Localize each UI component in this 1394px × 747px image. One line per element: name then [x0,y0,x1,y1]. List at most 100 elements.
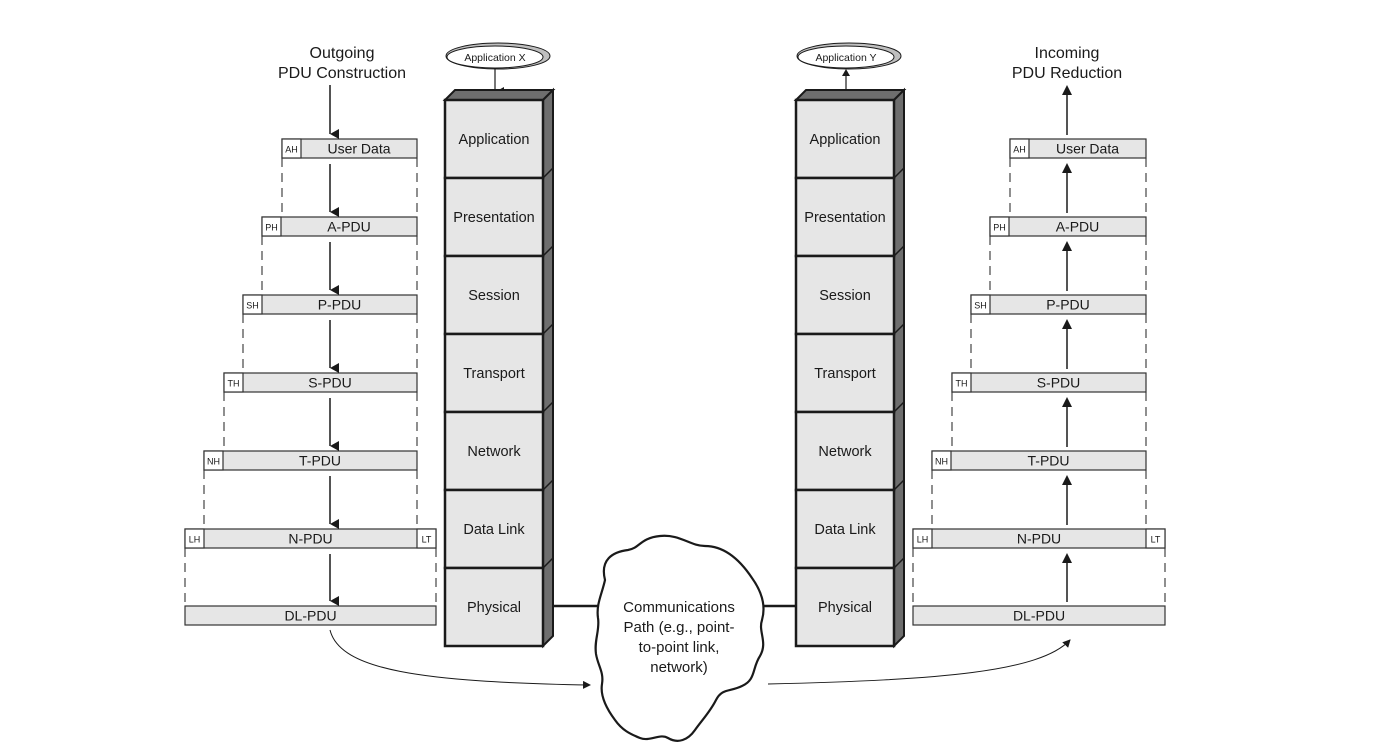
pdu-header-label: NH [207,457,220,467]
layer-label: Network [818,444,872,460]
pdu-header-cell [203,450,224,471]
protocol-stack-right: ApplicationPresentationSessionTransportN… [793,87,907,649]
outgoing-pdu-a-pdu: PH A-PDU [261,216,418,237]
pdu-header-label: AH [1013,145,1026,155]
pdu-body-label: S-PDU [1037,375,1081,391]
left-stack-layer-data-link: Data Link [443,479,554,570]
up-arrow-icon [1062,241,1072,291]
left-stack-top-face [442,89,556,101]
pdu-trailer-cell [416,528,437,549]
pdu-header-cell [1009,138,1030,159]
layer-label: Presentation [804,210,885,226]
communications-cloud: Communications Path (e.g., point- to-poi… [594,534,765,742]
layer-label: Transport [814,366,876,382]
pdu-body-label: User Data [327,141,390,157]
layer-label: Physical [818,600,872,616]
pdu-header-cell [281,138,302,159]
transmit-curve-right [767,639,1071,685]
pdu-body-label: T-PDU [1028,453,1070,469]
pdu-body-label: T-PDU [299,453,341,469]
pdu-header-label: NH [935,457,948,467]
pdu-header-cell [261,216,282,237]
pdu-body-label: N-PDU [288,531,332,547]
up-arrow-icon [1062,397,1072,447]
up-arrow-icon [1062,319,1072,369]
pdu-header-label: LH [189,535,201,545]
application-y-node: Application Y [796,42,902,70]
right-stack-layer-network: Network [794,401,905,492]
pdu-trailer-cell [1145,528,1166,549]
pdu-header-label: SH [246,301,259,311]
pdu-header-cell [223,372,244,393]
right-stack-top-face [793,89,907,101]
incoming-pdu-t-pdu: NH T-PDU [931,450,1147,471]
pdu-body-label: User Data [1056,141,1119,157]
pdu-header-label: PH [993,223,1006,233]
application-x-label: Application X [464,52,525,64]
pdu-header-cell [970,294,991,315]
application-y-label: Application Y [815,52,876,64]
layer-label: Data Link [463,522,525,538]
pdu-header-cell [912,528,933,549]
pdu-body-label: A-PDU [327,219,371,235]
pdu-body-label: P-PDU [318,297,362,313]
pdu-header-label: PH [265,223,278,233]
pdu-trailer-label: LT [1151,535,1161,545]
layer-label: Data Link [814,522,876,538]
layer-label: Presentation [453,210,534,226]
pdu-header-label: AH [285,145,298,155]
outgoing-pdu-p-pdu: SH P-PDU [242,294,418,315]
incoming-pdu-n-pdu: LH LT N-PDU [912,528,1166,549]
layer-label: Network [467,444,521,460]
pdu-body-label: DL-PDU [284,608,336,624]
incoming-pdu-dl-pdu: DL-PDU [912,605,1166,626]
layer-label: Transport [463,366,525,382]
right-stack-layer-data-link: Data Link [794,479,905,570]
pdu-header-cell [242,294,263,315]
left-stack-layer-application: Application [443,98,545,180]
incoming-pdu-s-pdu: TH S-PDU [951,372,1147,393]
right-stack-layer-physical: Physical [794,557,905,648]
layer-label: Physical [467,600,521,616]
pdu-body-label: DL-PDU [1013,608,1065,624]
pdu-header-label: LH [917,535,929,545]
pdu-header-cell [931,450,952,471]
pdu-body-label: N-PDU [1017,531,1061,547]
incoming-pdu-a-pdu: PH A-PDU [989,216,1147,237]
layer-label: Session [468,288,520,304]
outgoing-pdu-dl-pdu: DL-PDU [184,605,437,626]
pdu-header-label: TH [956,379,968,389]
left-stack-layer-presentation: Presentation [443,167,554,258]
pdu-trailer-label: LT [422,535,432,545]
cloud-line-2: Path (e.g., point- [624,619,735,636]
layer-label: Application [459,132,530,148]
pdu-body-label: S-PDU [308,375,352,391]
protocol-stack-left: ApplicationPresentationSessionTransportN… [442,87,556,649]
pdu-header-cell [184,528,205,549]
cloud-line-1: Communications [623,599,735,616]
outgoing-pdu-s-pdu: TH S-PDU [223,372,418,393]
pdu-header-cell [951,372,972,393]
incoming-title-line2: PDU Reduction [1012,65,1122,82]
up-arrow-icon [1062,85,1072,135]
pdu-body-label: P-PDU [1046,297,1090,313]
outgoing-pdu-user-data: AH User Data [281,138,418,159]
outgoing-title-line1: Outgoing [310,45,375,62]
right-stack-layer-transport: Transport [794,323,905,414]
left-stack-layer-network: Network [443,401,554,492]
outgoing-pdu-t-pdu: NH T-PDU [203,450,418,471]
up-arrow-icon [1062,163,1072,213]
right-stack-layer-session: Session [794,245,905,336]
left-stack-layer-transport: Transport [443,323,554,414]
left-stack-layer-session: Session [443,245,554,336]
incoming-title-line1: Incoming [1035,45,1100,62]
cloud-line-3: to-point link, [639,639,720,656]
outgoing-pdu-n-pdu: LH LT N-PDU [184,528,437,549]
pdu-body-label: A-PDU [1056,219,1100,235]
right-stack-layer-application: Application [794,98,896,180]
pdu-header-label: TH [228,379,240,389]
outgoing-title-line2: PDU Construction [278,65,406,82]
